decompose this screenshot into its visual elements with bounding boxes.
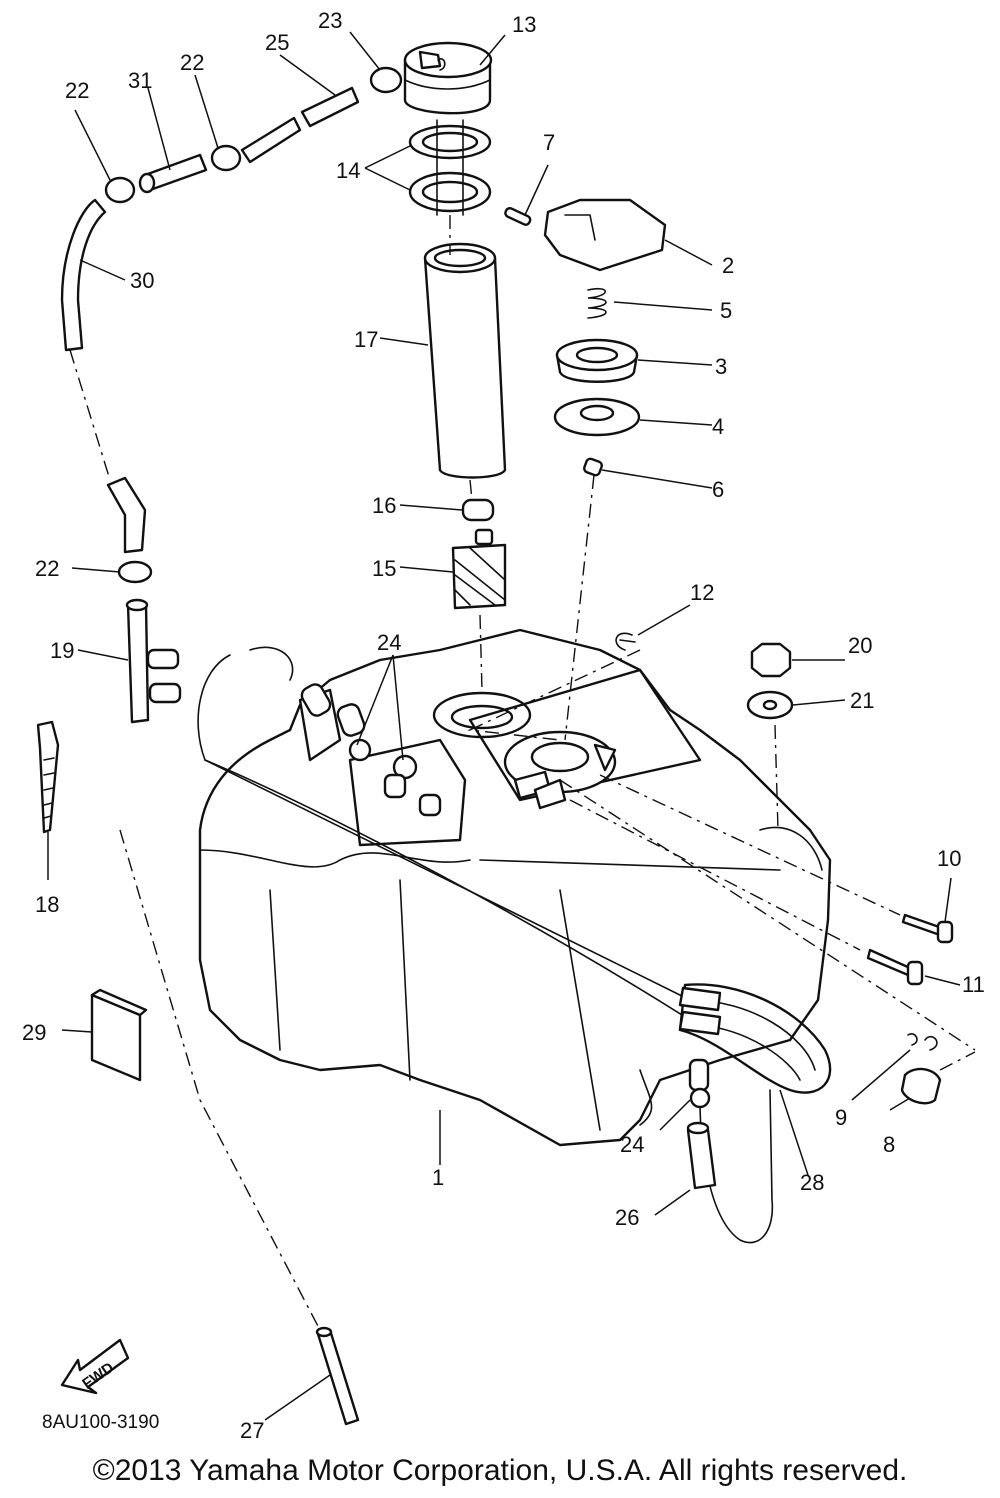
callout-labels: 1 2 3 4 5 6 7 8 9 10 11 12 13 14 15 16 1… xyxy=(22,8,985,1443)
callout-24-top: 24 xyxy=(377,630,401,655)
callout-12: 12 xyxy=(690,580,714,605)
cap-nut xyxy=(750,642,792,678)
callout-19: 19 xyxy=(50,638,74,663)
gauge-gaskets xyxy=(408,119,492,216)
callout-28: 28 xyxy=(800,1170,824,1195)
leader-lines xyxy=(47,31,961,1421)
callout-4: 4 xyxy=(712,414,724,439)
bolt-11 xyxy=(866,948,924,986)
callout-7: 7 xyxy=(543,130,555,155)
fuel-filter xyxy=(451,528,507,610)
callout-10: 10 xyxy=(937,846,961,871)
cable-band xyxy=(36,720,60,834)
damper-clip xyxy=(907,1033,938,1051)
callout-15: 15 xyxy=(372,556,396,581)
callout-14: 14 xyxy=(336,158,360,183)
joint xyxy=(125,598,182,724)
callout-20: 20 xyxy=(848,633,872,658)
callout-13: 13 xyxy=(512,12,536,37)
callout-3: 3 xyxy=(715,354,727,379)
hose-25 xyxy=(240,86,360,164)
hose-clamp-c xyxy=(117,560,153,584)
callout-9: 9 xyxy=(835,1105,847,1130)
callout-24-bottom: 24 xyxy=(620,1132,644,1157)
callout-26: 26 xyxy=(615,1205,639,1230)
callout-30: 30 xyxy=(130,268,154,293)
gauge-mount-flange xyxy=(503,730,617,810)
fuel-tank xyxy=(198,628,832,1147)
fwd-arrow: FWD xyxy=(60,1338,130,1395)
callout-17: 17 xyxy=(354,327,378,352)
fuel-gauge xyxy=(403,41,493,115)
callout-18: 18 xyxy=(35,892,59,917)
filter-clamp xyxy=(461,498,495,522)
callout-8: 8 xyxy=(883,1132,895,1157)
grommet xyxy=(583,457,603,477)
callout-23: 23 xyxy=(318,8,342,33)
callout-29: 29 xyxy=(22,1020,46,1045)
callout-22-top: 22 xyxy=(180,50,204,75)
hose-clamp-a xyxy=(104,176,136,204)
callout-22-left: 22 xyxy=(35,556,59,581)
hose-clamp-b xyxy=(210,144,242,172)
gauge-cap xyxy=(543,198,667,272)
hose-clamp-23 xyxy=(369,66,403,94)
callout-11: 11 xyxy=(962,972,985,997)
drain-hose xyxy=(686,1121,717,1190)
assembly-lines xyxy=(69,215,976,1331)
pad xyxy=(90,988,148,1082)
callout-16: 16 xyxy=(372,493,396,518)
spring xyxy=(587,288,607,319)
callout-2: 2 xyxy=(722,253,734,278)
flat-washer xyxy=(746,690,794,720)
gauge-seat xyxy=(555,338,639,383)
washer xyxy=(553,397,641,437)
callout-21: 21 xyxy=(850,688,874,713)
vent-hose-27 xyxy=(315,1326,360,1426)
drawing-code: 8AU100-3190 xyxy=(42,1412,159,1433)
damper xyxy=(900,1067,942,1105)
callout-31: 31 xyxy=(128,68,152,93)
copyright-notice: ©2013 Yamaha Motor Corporation, U.S.A. A… xyxy=(92,1454,908,1487)
callout-22-top-left: 22 xyxy=(65,78,89,103)
hose-30 xyxy=(60,198,147,554)
callout-6: 6 xyxy=(712,477,724,502)
callout-27: 27 xyxy=(240,1418,264,1443)
tank-fittings xyxy=(300,683,711,1109)
bolt-10 xyxy=(901,913,954,944)
breather-hose xyxy=(197,646,832,1244)
clip xyxy=(615,632,636,651)
fuel-pickup-tube xyxy=(423,242,507,479)
callout-5: 5 xyxy=(720,298,732,323)
callout-1: 1 xyxy=(432,1165,444,1190)
pin xyxy=(504,206,532,226)
fitting xyxy=(138,153,208,194)
callout-25: 25 xyxy=(265,30,289,55)
